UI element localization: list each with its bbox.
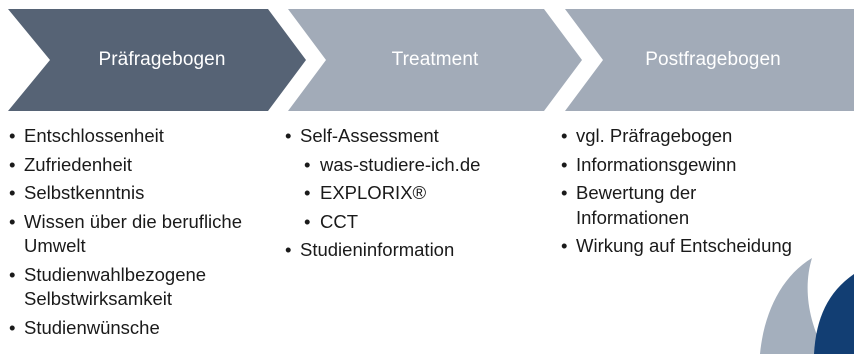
list-item: Bewertung der Informationen xyxy=(560,181,810,230)
chevron-postfragebogen xyxy=(565,9,854,111)
step-label-treatment: Treatment xyxy=(391,49,479,70)
list-prafragebogen: EntschlossenheitZufriedenheitSelbstkennt… xyxy=(8,124,268,344)
list-item: Studienwahlbezogene Selbstwirksamkeit xyxy=(8,263,268,312)
list-item: Informationsgewinn xyxy=(560,153,810,178)
chevron-treatment xyxy=(288,9,582,111)
list-item: Studieninformation xyxy=(284,238,544,263)
list-item: Wissen über die berufliche Umwelt xyxy=(8,210,268,259)
list-item: Entschlossenheit xyxy=(8,124,268,149)
process-flow xyxy=(8,9,854,111)
sub-list-item: CCT xyxy=(284,210,544,235)
step-label-prafragebogen: Präfragebogen xyxy=(98,49,226,70)
list-item: vgl. Präfragebogen xyxy=(560,124,810,149)
list-item: Self-Assessment xyxy=(284,124,544,149)
list-item: Wirkung auf Entscheidung xyxy=(560,234,810,259)
list-item: Selbstkenntnis xyxy=(8,181,268,206)
list-treatment: Self-Assessment was-studiere-ich.deEXPLOR… xyxy=(284,124,544,267)
sub-list-item: EXPLORIX® xyxy=(284,181,544,206)
decor-grey-shape xyxy=(760,258,826,354)
list-item: Studienwünsche xyxy=(8,316,268,341)
corner-decoration xyxy=(760,258,854,354)
list-postfragebogen: vgl. PräfragebogenInformationsgewinnBewe… xyxy=(560,124,810,263)
chevron-prafragebogen xyxy=(8,9,306,111)
list-item: Zufriedenheit xyxy=(8,153,268,178)
step-label-postfragebogen: Postfragebogen xyxy=(645,49,781,70)
sub-list-item: was-studiere-ich.de xyxy=(284,153,544,178)
decor-navy-shape xyxy=(814,274,854,354)
